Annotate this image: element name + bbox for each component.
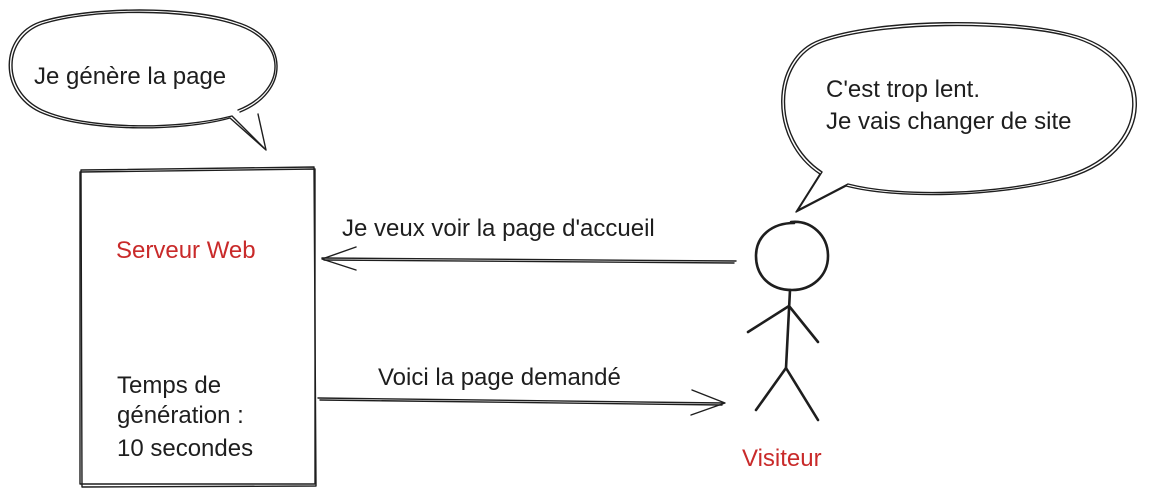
visitor-arms (746, 304, 820, 344)
server-speech-bubble: Je génère la page (8, 9, 278, 151)
server-stats-line-3: 10 secondes (117, 435, 253, 462)
request-arrow-line (321, 257, 737, 262)
visitor-bubble-outline-retrace (783, 24, 1134, 211)
server-stats-line-2: génération : (117, 402, 244, 429)
visitor-figure (746, 220, 830, 422)
request-arrow-label: Je veux voir la page d'accueil (342, 215, 655, 242)
visitor-label: Visiteur (742, 445, 822, 472)
request-arrowhead (321, 246, 357, 271)
visitor-bubble-outline (781, 21, 1137, 213)
request-arrow: Je veux voir la page d'accueil (321, 215, 737, 271)
response-arrowhead (690, 389, 726, 416)
visitor-bubble-text-line-2: Je vais changer de site (826, 108, 1071, 135)
response-arrow-line (317, 397, 725, 404)
response-arrow-label: Voici la page demandé (378, 364, 621, 391)
server-bubble-outline (8, 9, 278, 151)
request-arrow-line-retrace (323, 259, 735, 264)
server-box-outline-retrace (79, 168, 316, 485)
visitor-bubble-text-line-1: C'est trop lent. (826, 76, 980, 103)
visitor-body (784, 288, 792, 370)
server-bubble-text: Je génère la page (34, 63, 226, 90)
response-arrow: Voici la page demandé (317, 364, 726, 416)
server-stats-line-1: Temps de (117, 372, 221, 399)
visitor-speech-bubble: C'est trop lent. Je vais changer de site (781, 21, 1137, 213)
server-bubble-outline-retrace (11, 11, 276, 149)
response-arrow-line-retrace (319, 399, 723, 406)
server-box-outline (80, 166, 317, 488)
visitor-head (754, 220, 830, 292)
server-title: Serveur Web (116, 237, 256, 264)
server-box: Serveur Web Temps de génération : 10 sec… (79, 166, 317, 488)
visitor-legs (754, 366, 820, 422)
